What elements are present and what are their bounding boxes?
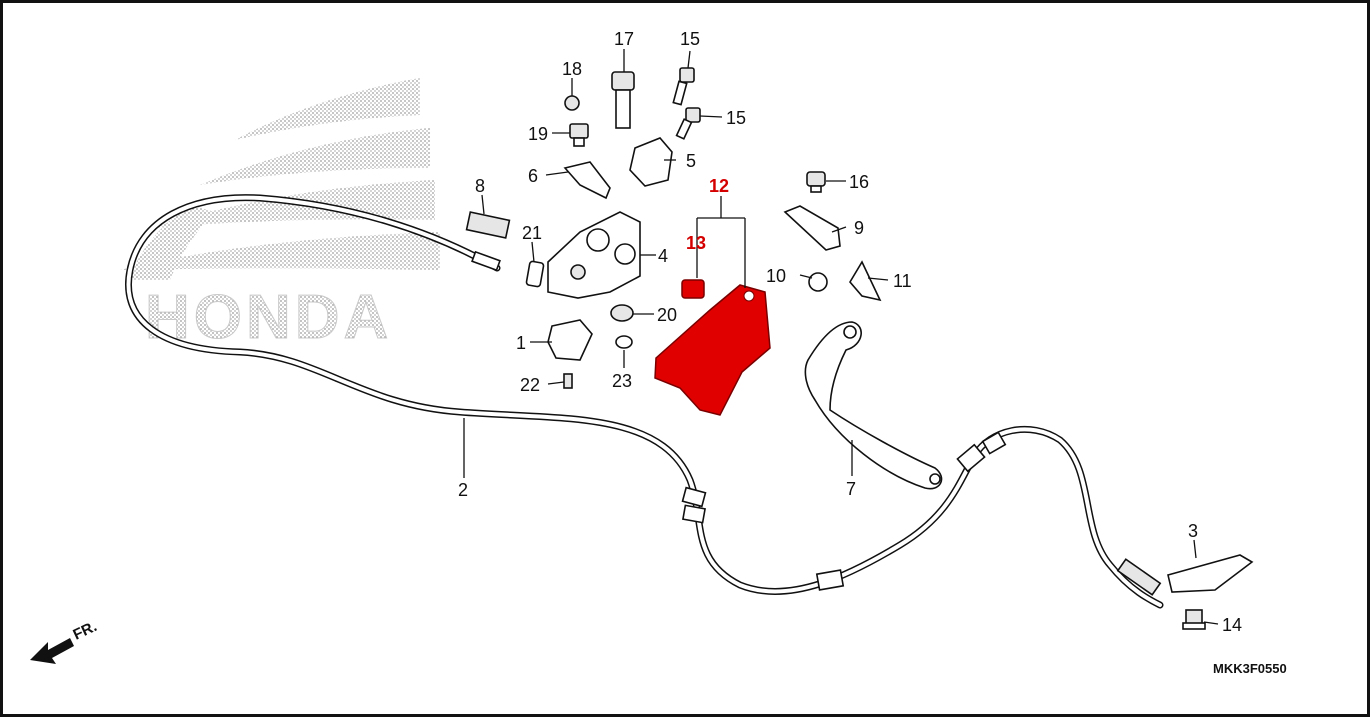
callout-13[interactable]: 13 xyxy=(686,233,706,253)
callout-15-lower[interactable]: 15 xyxy=(726,108,746,128)
honda-wing-logo xyxy=(120,78,440,280)
part-17-pivot-bolt[interactable] xyxy=(611,71,635,129)
callout-22[interactable]: 22 xyxy=(520,375,540,395)
callout-8[interactable]: 8 xyxy=(475,176,485,196)
honda-watermark-text: HONDA xyxy=(145,283,392,352)
callout-labels: 1 2 3 4 5 6 7 8 9 10 11 12 13 14 15 15 1… xyxy=(458,29,1242,635)
part-1-stop-switch[interactable] xyxy=(547,319,593,361)
callout-7[interactable]: 7 xyxy=(846,479,856,499)
part-6-plate[interactable] xyxy=(563,161,611,200)
part-15-bolt-upper[interactable] xyxy=(672,67,695,106)
callout-20[interactable]: 20 xyxy=(657,305,677,325)
part-7-brake-pedal[interactable] xyxy=(804,321,943,490)
part-8-adjuster[interactable] xyxy=(465,211,511,239)
part-3-cable-bracket[interactable] xyxy=(1167,554,1254,593)
part-9-plate[interactable] xyxy=(783,205,841,251)
part-12-lever-bracket[interactable] xyxy=(654,284,771,416)
callout-19[interactable]: 19 xyxy=(528,124,548,144)
part-18-nut[interactable] xyxy=(564,95,580,111)
brake-cable[interactable] xyxy=(125,194,1164,609)
leader-lines xyxy=(463,49,1219,625)
callout-16[interactable]: 16 xyxy=(849,172,869,192)
part-22-screw[interactable] xyxy=(563,373,573,389)
part-21-spring[interactable] xyxy=(525,260,545,288)
callout-15-upper[interactable]: 15 xyxy=(680,29,700,49)
callout-10[interactable]: 10 xyxy=(766,266,786,286)
part-5-switch-holder[interactable] xyxy=(629,137,673,187)
callout-11[interactable]: 11 xyxy=(893,271,912,291)
callout-23[interactable]: 23 xyxy=(612,371,632,391)
callout-17[interactable]: 17 xyxy=(614,29,634,49)
part-4-lever-assembly[interactable] xyxy=(547,211,641,299)
part-14-bolt[interactable] xyxy=(1182,609,1206,630)
callout-21[interactable]: 21 xyxy=(522,223,542,243)
callout-9[interactable]: 9 xyxy=(854,218,864,238)
part-16-bolt[interactable] xyxy=(806,171,826,193)
part-19-bolt[interactable] xyxy=(569,123,589,147)
part-13-rubber-stopper[interactable] xyxy=(681,279,705,299)
callout-14[interactable]: 14 xyxy=(1222,615,1242,635)
part-10-spring[interactable] xyxy=(808,272,828,292)
callout-4[interactable]: 4 xyxy=(658,246,668,266)
diagram-code: MKK3F0550 xyxy=(1213,661,1287,676)
callout-3[interactable]: 3 xyxy=(1188,521,1198,541)
part-20-washer[interactable] xyxy=(610,304,634,322)
part-12-bracket-hole xyxy=(743,290,755,302)
callout-2[interactable]: 2 xyxy=(458,480,468,500)
callout-5[interactable]: 5 xyxy=(686,151,696,171)
callout-1[interactable]: 1 xyxy=(516,333,526,353)
callout-6[interactable]: 6 xyxy=(528,166,538,186)
callout-18[interactable]: 18 xyxy=(562,59,582,79)
part-23-washer[interactable] xyxy=(615,335,633,349)
part-11-cover[interactable] xyxy=(849,260,882,302)
part-15-bolt-lower[interactable] xyxy=(675,107,701,140)
callout-12[interactable]: 12 xyxy=(709,176,729,196)
front-direction-arrow xyxy=(30,638,74,664)
front-direction-label: FR. xyxy=(71,618,100,644)
